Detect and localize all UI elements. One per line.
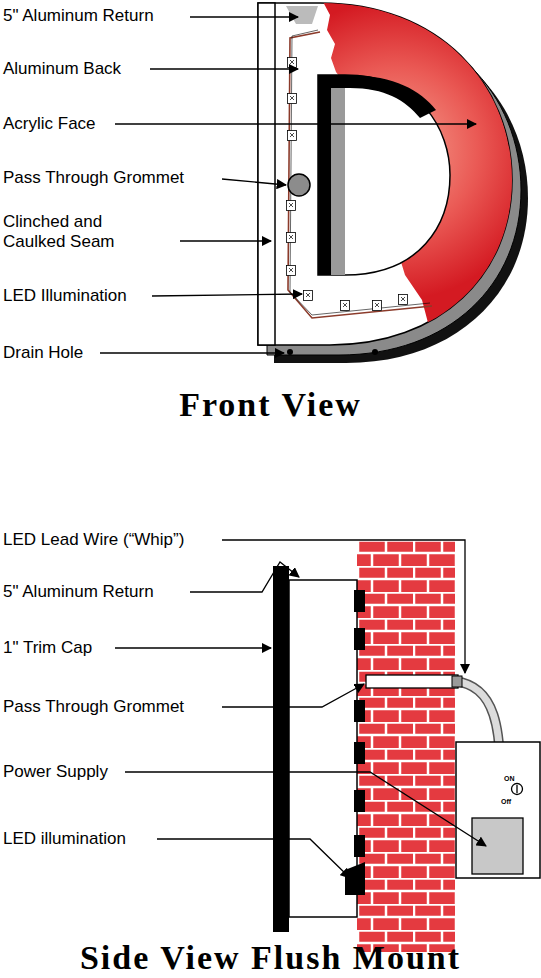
grommet-tube [366, 675, 458, 688]
part-label: 5" Aluminum Return [3, 6, 154, 26]
drain-hole [287, 349, 293, 355]
led-module [288, 58, 297, 68]
led-wire-edge [290, 30, 430, 315]
led-module [399, 295, 408, 305]
led-module [354, 742, 365, 764]
led-module [288, 94, 297, 104]
power-switch [516, 785, 517, 793]
switch-box [456, 742, 540, 878]
power-switch [512, 784, 523, 795]
led-module [354, 700, 365, 722]
leader-arrow [180, 240, 271, 241]
part-label: LED Lead Wire (“Whip”) [3, 530, 184, 550]
part-label: Aluminum Back [3, 59, 121, 79]
leader-arrow [125, 772, 486, 846]
counter-return [318, 75, 450, 275]
leader-arrow [222, 540, 465, 673]
front-view-letter [258, 3, 528, 363]
leader-arrow [222, 179, 286, 185]
part-label: Pass Through Grommet [3, 168, 184, 188]
led-module [354, 835, 365, 857]
counter-shade [331, 88, 345, 275]
brick-wall [357, 540, 455, 952]
trim-cap-face [273, 566, 289, 932]
view-heading: Side View Flush Mount [0, 938, 541, 978]
led-module [354, 590, 365, 612]
part-label: Acrylic Face [3, 114, 96, 134]
grommet [288, 174, 310, 196]
leader-arrow [157, 839, 350, 878]
drain-hole [372, 349, 378, 355]
led-wire [288, 32, 432, 318]
return-shade [286, 6, 318, 24]
led-module [341, 301, 350, 311]
leader-arrow [100, 352, 284, 353]
part-label: Power Supply [3, 762, 108, 782]
aluminum-return [289, 580, 357, 917]
leader-arrow [115, 123, 476, 124]
led-module [288, 131, 297, 141]
led-module [304, 291, 313, 301]
part-label: Clinched and Caulked Seam [3, 212, 121, 252]
part-label: Pass Through Grommet [3, 697, 184, 717]
counter-top-shadow [318, 75, 436, 118]
leader-arrow [152, 294, 302, 296]
side-view [273, 540, 540, 952]
part-label: 5" Aluminum Return [3, 582, 154, 602]
part-label: LED Illumination [3, 286, 127, 306]
leader-arrow [222, 684, 364, 707]
part-label: Drain Hole [3, 343, 83, 363]
leader-arrow [115, 647, 271, 648]
led-module [354, 790, 365, 812]
led-module [287, 266, 296, 276]
leader-arrow [150, 68, 298, 69]
leader-arrow [190, 16, 298, 17]
switch-label: Off [501, 797, 511, 806]
led-module [373, 301, 382, 311]
part-label: LED illumination [3, 829, 126, 849]
wire-collar [452, 676, 462, 687]
leader-arrow [190, 562, 299, 592]
led-module [287, 233, 296, 243]
part-label: 1" Trim Cap [3, 638, 92, 658]
view-heading: Front View [0, 385, 541, 425]
led-module [354, 628, 365, 650]
left-return [258, 3, 275, 345]
led-module [345, 862, 365, 895]
counter-shadow [318, 75, 331, 275]
led-module [287, 201, 296, 211]
power-supply [472, 818, 523, 874]
switch-label: ON [504, 774, 515, 783]
